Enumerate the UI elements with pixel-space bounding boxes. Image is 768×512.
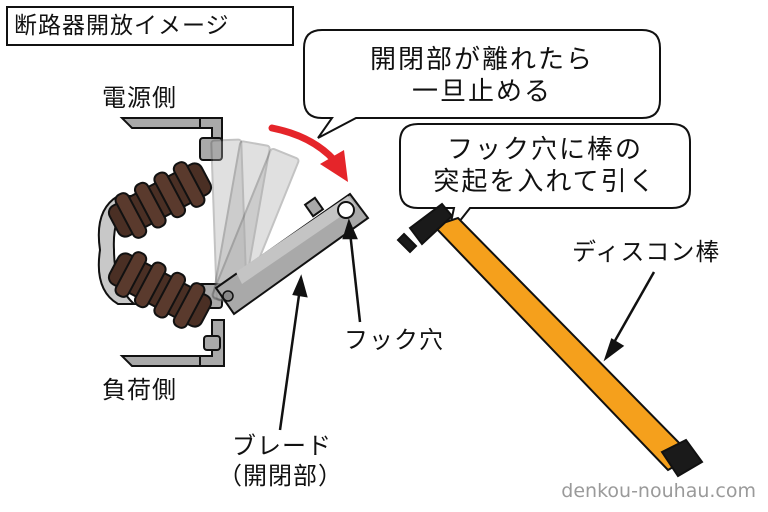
bubble-top-line-1: 開閉部が離れたら xyxy=(369,45,594,75)
bubble-hook-line-1: フック穴に棒の xyxy=(446,135,643,165)
bubble-top-line-2: 一旦止める xyxy=(411,77,552,107)
watermark: denkou-nouhau.com xyxy=(561,480,756,502)
lower-insulator xyxy=(107,251,213,329)
motion-arrow-head xyxy=(320,150,348,182)
disconnect-rod xyxy=(396,202,704,478)
blade-pivot xyxy=(222,290,234,302)
blade xyxy=(214,192,370,316)
bubble-hook-line-2: 突起を入れて引く xyxy=(433,167,657,197)
label-blade: ブレード xyxy=(232,432,332,460)
bubble-top-text: 開閉部が離れたら 一旦止める xyxy=(310,44,654,108)
diagram-title: 断路器開放イメージ xyxy=(6,6,294,46)
pointer-arrows xyxy=(278,218,656,431)
motion-arrow xyxy=(268,124,338,164)
label-power-side: 電源側 xyxy=(102,84,177,112)
hook-hole xyxy=(337,201,355,219)
label-disconnect-rod: ディスコン棒 xyxy=(572,238,721,266)
label-load-side: 負荷側 xyxy=(102,376,177,404)
label-blade-sub: （開閉部） xyxy=(218,462,343,490)
upper-insulator xyxy=(107,161,213,239)
speech-bubble-top xyxy=(303,29,661,139)
bubble-hook-text: フック穴に棒の 突起を入れて引く xyxy=(404,134,686,198)
label-hook-hole: フック穴 xyxy=(344,326,444,354)
breaker-frame xyxy=(97,117,225,367)
